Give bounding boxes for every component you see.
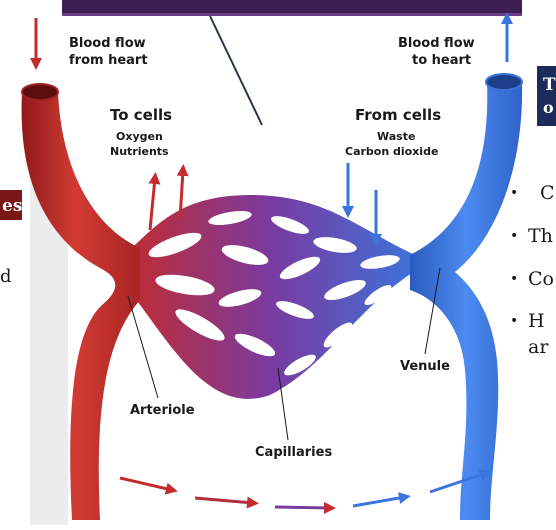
- slide-bullet-dot-2: •: [510, 228, 518, 244]
- slide-bullet-dot-1: •: [510, 185, 518, 201]
- vein-opening: [485, 73, 523, 91]
- from-cells-title: From cells: [355, 106, 441, 124]
- slide-left-text: d: [0, 266, 12, 287]
- slide-bullet-4-cont: ar: [528, 336, 549, 358]
- slide-bullet-1: C: [540, 182, 555, 204]
- left-flow-label-line2: from heart: [69, 53, 148, 68]
- to-cells-item-nutrients: Nutrients: [110, 145, 169, 158]
- slide-bullet-2: Th: [528, 225, 553, 247]
- from-cells-item-waste: Waste: [377, 130, 415, 143]
- venule-vessel: [410, 82, 523, 520]
- slide-bullet-3: Co: [528, 268, 554, 290]
- slide-left-badge: [0, 190, 22, 220]
- to-cells-arrow-1: [148, 172, 161, 231]
- arteriole-label: Arteriole: [130, 403, 195, 418]
- left-flow-label-line1: Blood flow: [69, 36, 146, 51]
- right-flow-label-line2: to heart: [412, 53, 471, 68]
- slide-bullet-4: H: [528, 310, 545, 332]
- slide-left-badge-text: es: [2, 196, 22, 216]
- slide-right-title-line2: o: [543, 98, 554, 117]
- right-flow-label-line1: Blood flow: [398, 36, 475, 51]
- banner-pointer-line: [209, 15, 263, 126]
- slide-banner-accent: [62, 13, 522, 16]
- to-cells-item-oxygen: Oxygen: [116, 130, 163, 143]
- bottom-flow-arrows: [119, 469, 492, 514]
- venule-leader: [424, 267, 441, 355]
- slide-banner: [62, 0, 522, 13]
- to-cells-title: To cells: [110, 106, 172, 124]
- slide-right-title-box: [537, 66, 556, 126]
- slide-bullet-dot-3: •: [510, 271, 518, 287]
- slide-right-title-line1: T: [543, 75, 556, 95]
- to-cells-arrow-2: [176, 164, 189, 221]
- arteriole-leader: [127, 295, 159, 399]
- capillaries-leader: [277, 367, 289, 441]
- slide-bullet-dot-4: •: [510, 313, 518, 329]
- artery-opening: [21, 83, 59, 101]
- from-cells-item-co2: Carbon dioxide: [345, 145, 438, 158]
- capillary-bed: [110, 195, 430, 399]
- arteriole-vessel: [21, 92, 140, 520]
- capillaries-label: Capillaries: [255, 445, 332, 460]
- venule-label: Venule: [400, 359, 450, 374]
